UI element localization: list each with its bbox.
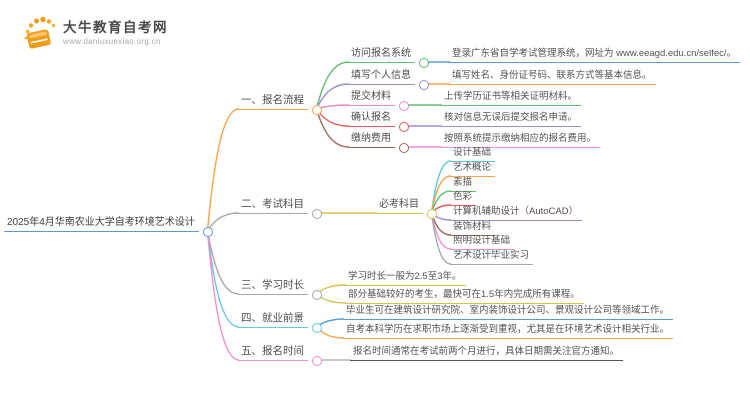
- branch-connector: [430, 175, 452, 214]
- mindmap-leaf-node[interactable]: 装饰材料: [450, 220, 496, 236]
- node-toggle-circle[interactable]: [419, 57, 429, 68]
- node-toggle-circle[interactable]: [399, 100, 409, 111]
- mindmap-leaf-node[interactable]: 照明设计基础: [450, 234, 515, 250]
- branch-connector: [206, 230, 240, 328]
- mindmap-leaf-node[interactable]: 设计基础: [450, 146, 496, 162]
- mindmap-branch-node[interactable]: 三、学习时长: [238, 279, 322, 300]
- mindmap-branch-node[interactable]: 访问报名系统: [348, 47, 429, 68]
- site-logo: 大牛教育自考网 www.daniuxuexiao.org.cn: [22, 14, 168, 52]
- node-toggle-circle[interactable]: [312, 355, 322, 366]
- mindmap-leaf-node[interactable]: 部分基础较好的考生，最快可在1.5年内完成所有课程。: [345, 288, 584, 304]
- mindmap-leaf-node[interactable]: 按照系统提示缴纳相应的报名费用。: [441, 132, 601, 148]
- mindmap-branch-node[interactable]: 一、报名流程: [238, 94, 322, 115]
- node-toggle-circle[interactable]: [427, 208, 437, 219]
- logo-book-icon: [24, 16, 56, 49]
- node-toggle-circle[interactable]: [399, 142, 409, 153]
- mindmap-leaf-node[interactable]: 学习时长一般为2.5至3年。: [345, 270, 466, 286]
- node-toggle-circle[interactable]: [312, 289, 322, 300]
- mindmap-leaf-node[interactable]: 核对信息无误后提交报名申请。: [441, 111, 582, 127]
- node-toggle-circle[interactable]: [312, 208, 322, 219]
- branch-connector: [315, 61, 350, 110]
- node-toggle-circle[interactable]: [312, 322, 322, 333]
- branch-connector: [206, 230, 240, 295]
- mindmap-branch-node[interactable]: 二、考试科目: [238, 198, 322, 219]
- branch-connector: [206, 212, 240, 232]
- mindmap-root-node[interactable]: 2025年4月华南农业大学自考环境艺术设计: [4, 216, 213, 237]
- mindmap-leaf-node[interactable]: 上传学历证书等相关证明材料。: [441, 90, 582, 106]
- mindmap-leaf-node[interactable]: 艺术设计毕业实习: [450, 249, 534, 265]
- node-toggle-circle[interactable]: [312, 104, 322, 115]
- node-toggle-circle[interactable]: [202, 226, 213, 237]
- site-name: 大牛教育自考网: [63, 20, 168, 35]
- mindmap-leaf-node[interactable]: 素描: [450, 176, 477, 192]
- mindmap-leaf-node[interactable]: 计算机辅助设计（AutoCAD）: [450, 205, 583, 221]
- branch-connector: [430, 212, 452, 265]
- node-toggle-circle[interactable]: [399, 121, 409, 132]
- mindmap-leaf-node[interactable]: 毕业生可在建筑设计研究院、室内装饰设计公司、景观设计公司等领域工作。: [343, 304, 674, 320]
- mindmap-leaf-node[interactable]: 报名时间通常在考试前两个月进行，具体日期需关注官方通知。: [350, 345, 624, 361]
- mindmap-leaf-node[interactable]: 填写姓名、身份证号码、联系方式等基本信息。: [449, 69, 656, 85]
- mindmap-branch-node[interactable]: 填写个人信息: [348, 69, 429, 90]
- mindmap-branch-node[interactable]: 确认报名: [348, 111, 409, 132]
- branch-connector: [315, 108, 350, 148]
- mindmap-branch-node[interactable]: 必考科目: [376, 198, 437, 219]
- mindmap-leaf-node[interactable]: 色彩: [450, 190, 477, 206]
- mindmap-branch-node[interactable]: 缴纳费用: [348, 132, 409, 153]
- mindmap-branch-node[interactable]: 四、就业前景: [238, 312, 322, 333]
- node-toggle-circle[interactable]: [419, 79, 429, 90]
- mindmap-leaf-node[interactable]: 艺术概论: [450, 161, 496, 177]
- mindmap-branch-node[interactable]: 五、报名时间: [238, 345, 322, 366]
- mindmap-leaf-node[interactable]: 登录广东省自学考试管理系统，网址为 www.eeagd.edu.cn/selfe…: [449, 47, 741, 63]
- branch-connector: [206, 108, 240, 232]
- mindmap-leaf-node[interactable]: 自考本科学历在求职市场上逐渐受到重视，尤其是在环境艺术设计相关行业。: [343, 323, 674, 339]
- site-url: www.daniuxuexiao.org.cn: [63, 37, 161, 46]
- branch-connector: [206, 230, 240, 361]
- mindmap-branch-node[interactable]: 提交材料: [348, 90, 409, 111]
